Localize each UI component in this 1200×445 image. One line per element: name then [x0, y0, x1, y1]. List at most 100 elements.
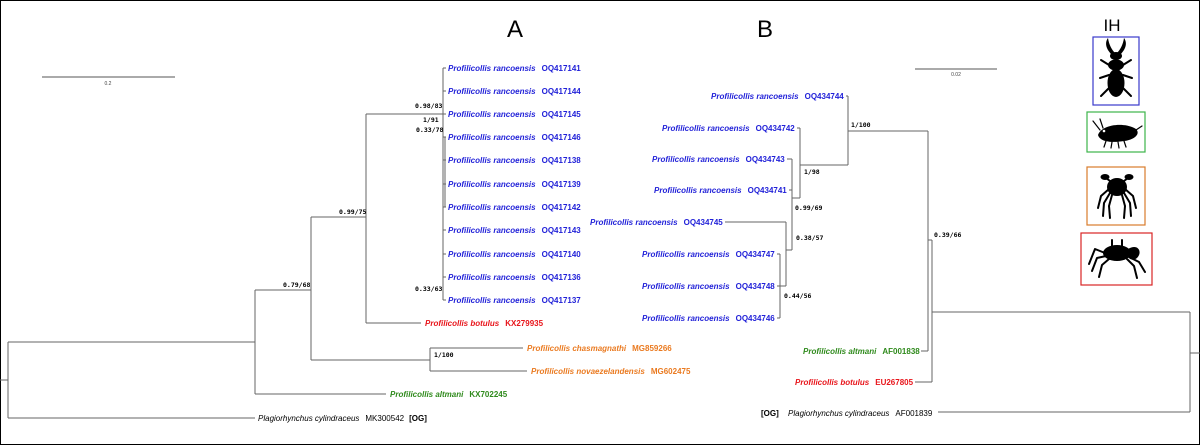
support-value: 0.39/66: [934, 231, 961, 239]
species-name: Profilicollis rancoensis: [642, 314, 730, 323]
taxon-label: Profilicollis rancoensis OQ417146: [448, 133, 581, 142]
taxon-label: Profilicollis novaezelandensis MG602475: [531, 367, 691, 376]
taxon-label: Profilicollis botulus KX279935: [425, 319, 544, 328]
accession-number: MG602475: [651, 367, 691, 376]
accession-number: OQ417137: [542, 296, 582, 305]
taxon-label: Profilicollis altmani KX702245: [390, 390, 508, 399]
taxon-label: Profilicollis chasmagnathi MG859266: [527, 344, 672, 353]
accession-number: MG859266: [632, 344, 672, 353]
species-name: Profilicollis rancoensis: [448, 156, 536, 165]
scale-label-a: 0.2: [105, 81, 112, 87]
accession-number: OQ417140: [542, 250, 582, 259]
accession-number: OQ417138: [542, 156, 582, 165]
species-name: Profilicollis novaezelandensis: [531, 367, 645, 376]
outgroup-tag: [OG]: [409, 414, 427, 423]
support-value: 0.79/68: [283, 281, 310, 289]
host-box: [1086, 111, 1146, 153]
taxon-label: Profilicollis rancoensis OQ434743: [652, 155, 785, 164]
accession-number: OQ417143: [542, 226, 582, 235]
species-name: Profilicollis rancoensis: [448, 180, 536, 189]
beetle-icon: [1099, 38, 1133, 97]
accession-number: KX279935: [505, 319, 543, 328]
taxon-label: Profilicollis rancoensis OQ434741: [654, 186, 787, 195]
tree-b-branches: [725, 95, 1200, 413]
accession-number: OQ417141: [542, 64, 582, 73]
support-value: 0.98/83: [415, 102, 442, 110]
accession-number: OQ434741: [748, 186, 788, 195]
tree-a-branches: [0, 67, 527, 419]
species-name: Profilicollis botulus: [425, 319, 500, 328]
species-name: Profilicollis rancoensis: [448, 203, 536, 212]
accession-number: KX702245: [469, 390, 507, 399]
accession-number: MK300542: [365, 414, 404, 423]
species-name: Profilicollis rancoensis: [590, 218, 678, 227]
taxon-label: Profilicollis rancoensis OQ417136: [448, 273, 581, 282]
support-value: 0.33/63: [415, 285, 442, 293]
taxon-label: Profilicollis rancoensis OQ434745: [590, 218, 723, 227]
taxon-label: Profilicollis rancoensis OQ417141: [448, 64, 581, 73]
species-name: Plagiorhynchus cylindraceus: [258, 414, 359, 423]
species-name: Profilicollis rancoensis: [642, 282, 730, 291]
taxon-label: Profilicollis rancoensis OQ417145: [448, 110, 581, 119]
accession-number: OQ434748: [736, 282, 776, 291]
accession-number: OQ434745: [684, 218, 724, 227]
species-name: Profilicollis altmani: [803, 347, 877, 356]
species-name: Profilicollis altmani: [390, 390, 464, 399]
host-box: [1080, 232, 1153, 286]
support-value: 1/91: [423, 116, 439, 124]
accession-number: OQ417146: [542, 133, 582, 142]
accession-number: AF001838: [882, 347, 920, 356]
accession-number: OQ417139: [542, 180, 582, 189]
accession-number: OQ434743: [746, 155, 786, 164]
taxon-label: Profilicollis rancoensis OQ417138: [448, 156, 581, 165]
species-name: Profilicollis rancoensis: [642, 250, 730, 259]
species-name: Profilicollis rancoensis: [662, 124, 750, 133]
species-name: Profilicollis rancoensis: [448, 133, 536, 142]
host-box: [1092, 36, 1140, 106]
scale-label-b: 0.02: [951, 72, 961, 78]
outgroup-label: Plagiorhynchus cylindraceus MK300542 [OG]: [258, 414, 427, 423]
support-value: 1/100: [851, 121, 871, 129]
species-name: Profilicollis rancoensis: [448, 273, 536, 282]
amphipod-icon: [1092, 118, 1143, 149]
species-name: Profilicollis botulus: [795, 378, 870, 387]
fiddler-crab-icon: [1088, 239, 1146, 279]
species-name: Plagiorhynchus cylindraceus: [788, 409, 889, 418]
accession-number: OQ417142: [542, 203, 582, 212]
accession-number: EU267805: [875, 378, 913, 387]
taxon-label: Profilicollis rancoensis OQ434748: [642, 282, 775, 291]
species-name: Profilicollis rancoensis: [711, 92, 799, 101]
species-name: Profilicollis rancoensis: [654, 186, 742, 195]
taxon-label: Profilicollis rancoensis OQ417139: [448, 180, 581, 189]
taxon-label: Profilicollis altmani AF001838: [803, 347, 920, 356]
support-value: 0.99/75: [339, 208, 366, 216]
accession-number: OQ417145: [542, 110, 582, 119]
species-name: Profilicollis rancoensis: [448, 250, 536, 259]
taxon-label: Profilicollis rancoensis OQ434744: [711, 92, 844, 101]
taxon-label: Profilicollis rancoensis OQ417137: [448, 296, 581, 305]
panel-b-label: B: [757, 16, 773, 43]
accession-number: OQ434746: [736, 314, 776, 323]
taxon-label: Profilicollis rancoensis OQ417142: [448, 203, 581, 212]
support-value: 0.33/78: [416, 126, 443, 134]
species-name: Profilicollis rancoensis: [652, 155, 740, 164]
taxon-label: Profilicollis botulus EU267805: [795, 378, 914, 387]
species-name: Profilicollis rancoensis: [448, 110, 536, 119]
taxon-label: Profilicollis rancoensis OQ417143: [448, 226, 581, 235]
species-name: Profilicollis chasmagnathi: [527, 344, 627, 353]
species-name: Profilicollis rancoensis: [448, 296, 536, 305]
panel-a-label: A: [507, 16, 523, 43]
species-name: Profilicollis rancoensis: [448, 226, 536, 235]
accession-number: OQ417136: [542, 273, 582, 282]
accession-number: OQ434744: [805, 92, 845, 101]
species-name: Profilicollis rancoensis: [448, 64, 536, 73]
support-value: 0.99/69: [795, 204, 822, 212]
support-value: 1/100: [434, 351, 454, 359]
taxon-label: Profilicollis rancoensis OQ417140: [448, 250, 581, 259]
